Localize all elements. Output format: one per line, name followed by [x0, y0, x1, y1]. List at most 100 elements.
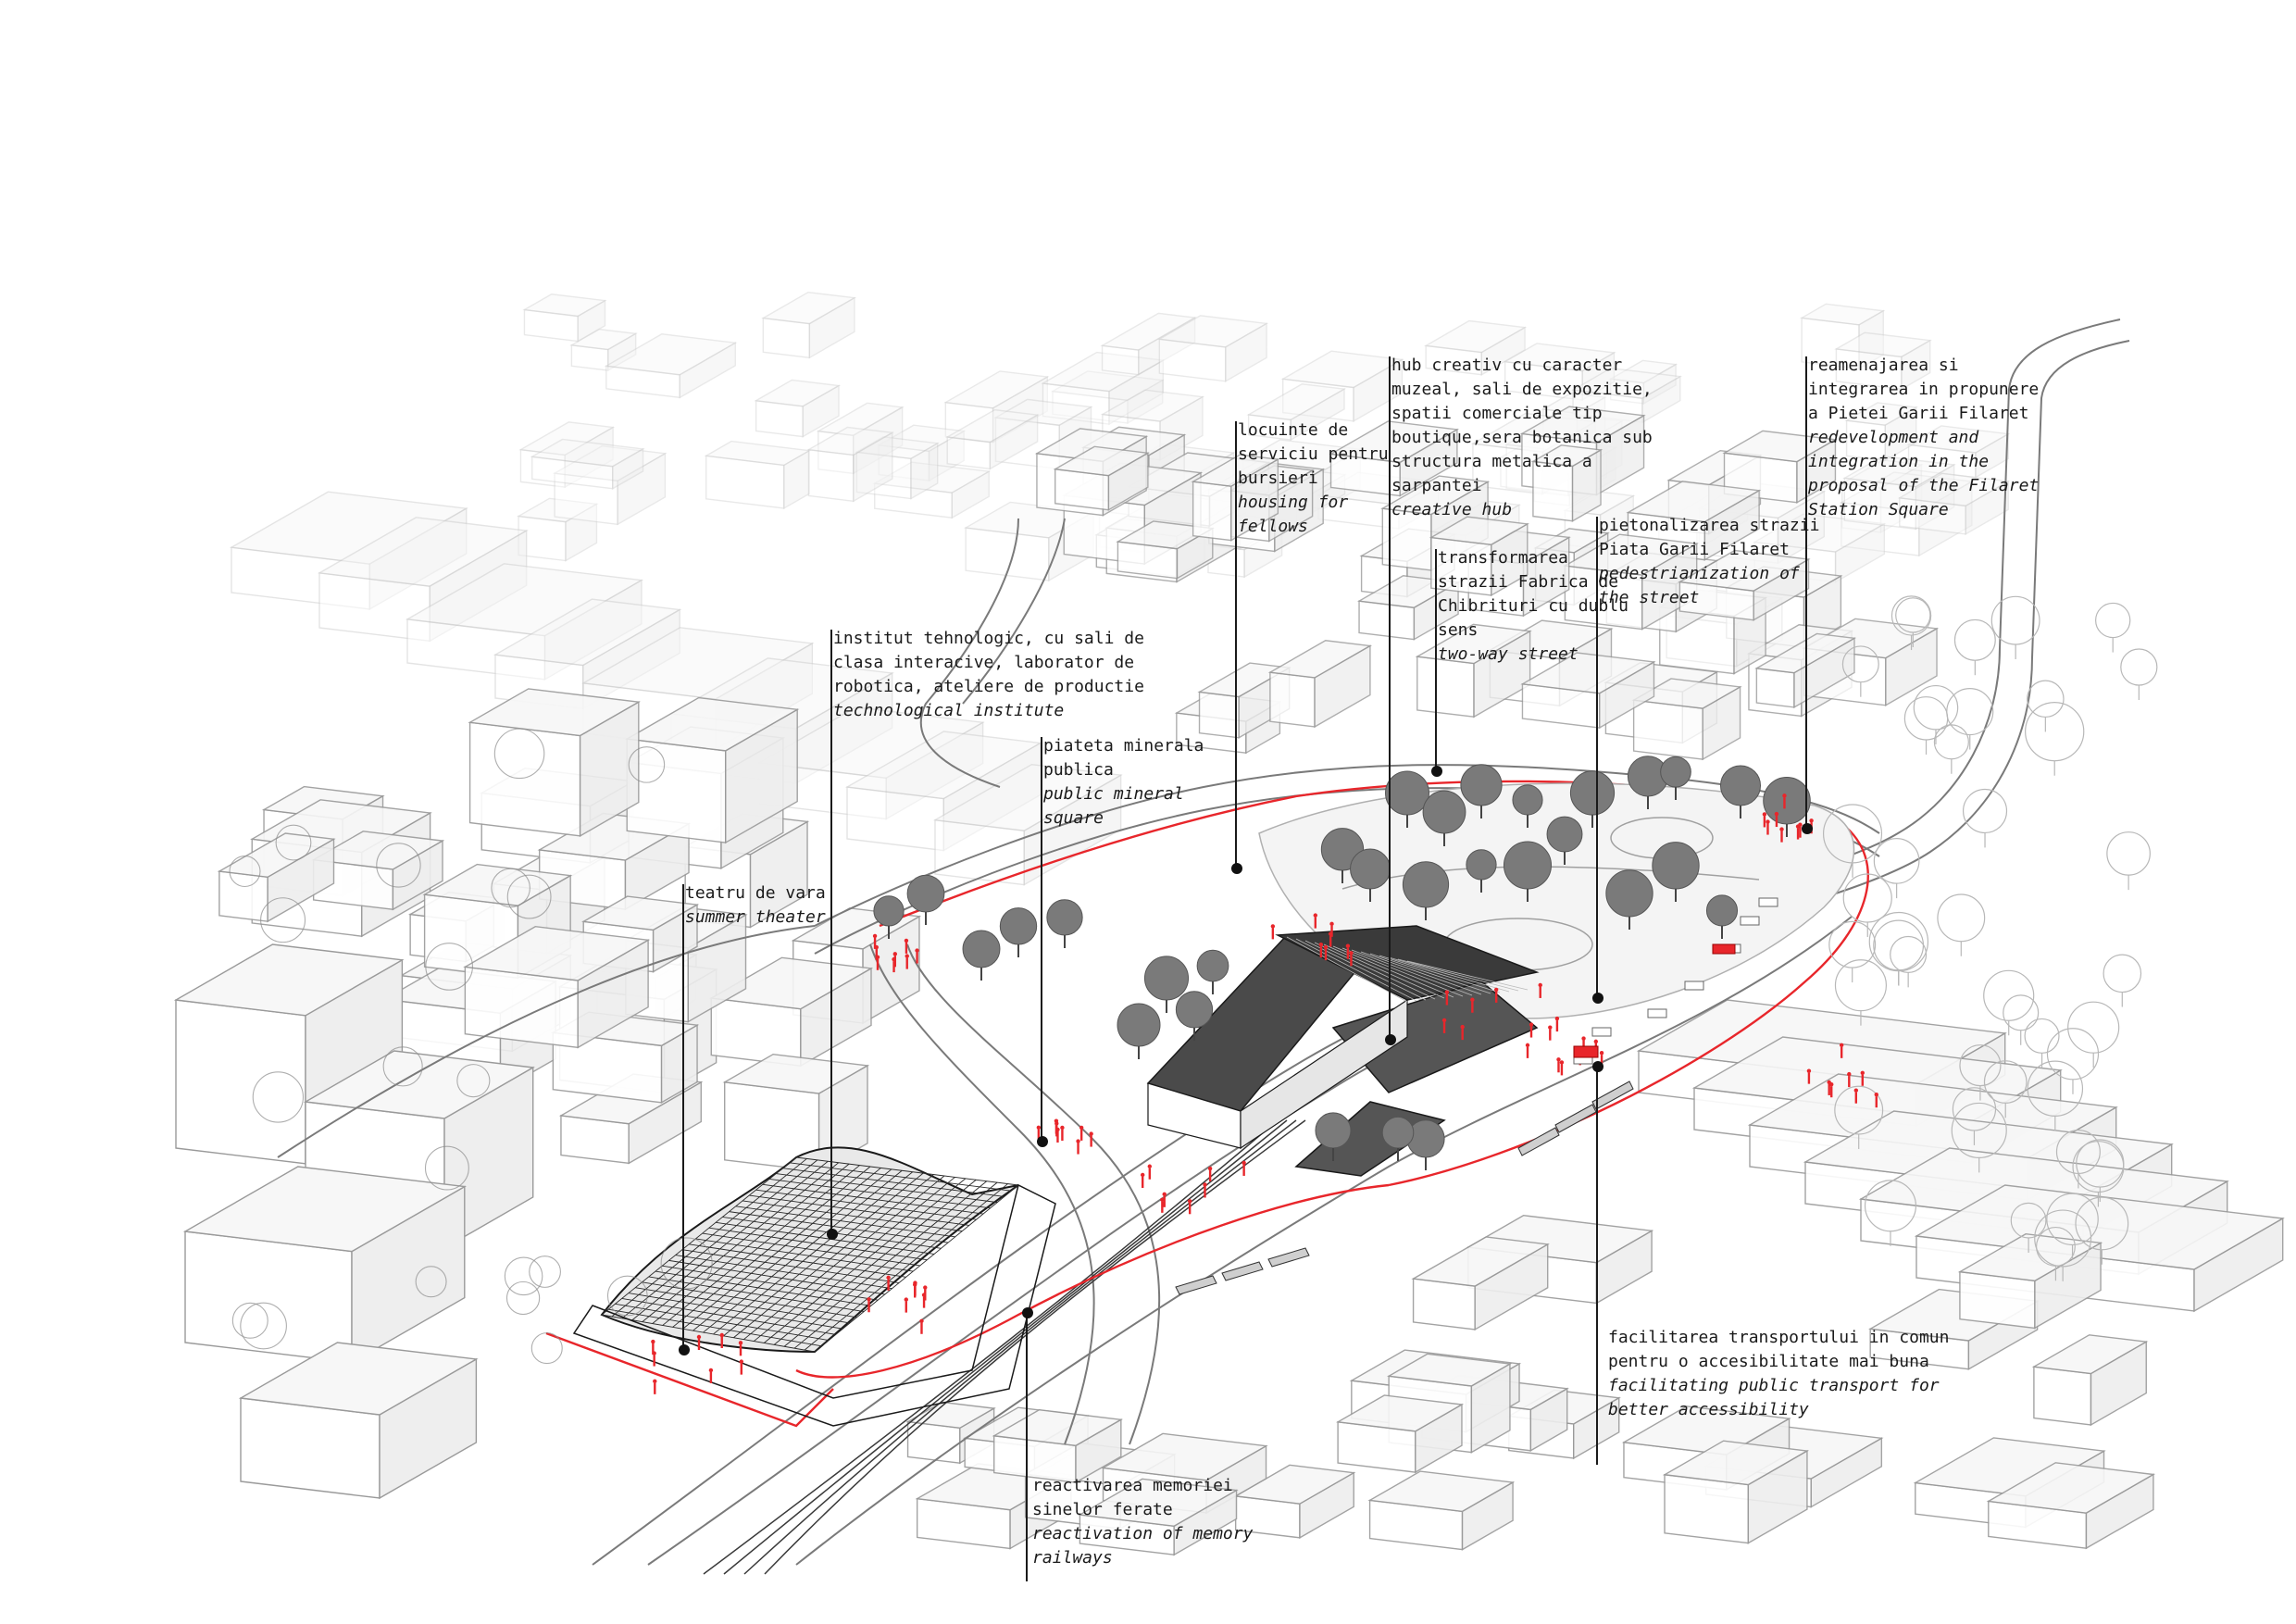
station-roof-east: [1331, 981, 1539, 1093]
person-head: [1036, 1125, 1042, 1130]
context-building-face: [1632, 699, 1703, 760]
context-building-face: [1519, 406, 1646, 443]
context-building-face: [1282, 378, 1354, 422]
tree-outline: [2095, 602, 2131, 639]
context-building-face: [1480, 326, 1526, 376]
canopy-grid-rib: [773, 1179, 977, 1345]
tree-outline: [1890, 935, 1928, 973]
context-building-face: [1192, 481, 1232, 542]
context-building-face: [570, 344, 609, 371]
context-building-face: [1367, 1470, 1516, 1513]
leader-square: [1805, 356, 1807, 829]
tree-outline: [1913, 684, 1959, 731]
tree-outline: [2055, 1130, 2101, 1175]
institute-glass-canopy: [572, 1146, 1056, 1427]
tree-canopy: [1143, 956, 1190, 1001]
context-building-face: [422, 863, 573, 906]
tram-car: [1221, 1261, 1264, 1281]
context-building-face: [1108, 358, 1164, 426]
person-head: [1187, 1199, 1192, 1204]
annotation-pedestrian-ro: pietonalizarea strazii Piata Garii Filar…: [1599, 516, 1820, 559]
station-glass-rib: [1388, 956, 1510, 993]
context-building-face: [1041, 351, 1166, 393]
canopy-grid-rib: [783, 1181, 987, 1347]
context-building-face: [1138, 316, 1196, 376]
context-building-face: [1631, 678, 1742, 709]
tram-car: [1517, 1127, 1560, 1156]
tree-outline: [2046, 1028, 2100, 1081]
person-head: [708, 1368, 714, 1373]
tree-canopy: [1381, 1116, 1415, 1149]
tree-outline: [504, 1256, 543, 1296]
railway-track: [764, 1119, 1306, 1575]
canopy-grid-rib: [635, 1287, 851, 1324]
context-building-face: [874, 482, 953, 519]
tree-outline: [1873, 838, 1920, 884]
person-head: [919, 1318, 924, 1323]
person-head: [1141, 1172, 1145, 1178]
context-building-face: [802, 384, 840, 438]
context-building-face: [1662, 1440, 1810, 1486]
person-head: [1593, 1039, 1599, 1044]
person-head: [1242, 1160, 1246, 1166]
person-head: [1556, 1057, 1561, 1062]
car: [1684, 981, 1704, 991]
leader-dot-theater: [679, 1344, 690, 1355]
canopy-grid-rib: [608, 1308, 822, 1347]
canopy-grid-rib: [642, 1281, 857, 1318]
context-building-face: [1642, 363, 1677, 406]
context-building-face: [1050, 370, 1165, 402]
person-head: [653, 1379, 657, 1384]
road-line: [277, 925, 816, 1158]
tree-canopy: [962, 930, 1001, 968]
annotation-institute-ro: institut tehnologic, cu sali de clasa in…: [833, 629, 1144, 696]
person-head: [867, 1297, 871, 1302]
context-building-face: [1280, 350, 1404, 389]
context-building-face: [311, 831, 445, 870]
context-building-face: [1100, 389, 1205, 422]
tree-outline: [2072, 1141, 2125, 1193]
person-head: [1559, 1060, 1565, 1065]
context-building-face: [1198, 691, 1240, 739]
context-building-face: [523, 308, 579, 343]
context-building-face: [905, 1401, 996, 1430]
person-head: [1318, 942, 1324, 947]
context-building-face: [530, 438, 645, 468]
person-head: [904, 938, 909, 943]
context-building-face: [906, 1420, 961, 1464]
context-building-face: [1052, 390, 1129, 424]
context-building-face: [303, 1050, 535, 1119]
person-head: [1847, 1071, 1852, 1077]
tree-outline: [660, 1237, 713, 1290]
context-building-face: [463, 925, 651, 981]
context-building-face: [878, 444, 930, 481]
context-building-face: [756, 706, 985, 780]
context-building-face: [1078, 1478, 1239, 1528]
tree-canopy: [1705, 894, 1739, 927]
context-building-face: [1621, 1405, 1791, 1455]
tree-canopy: [1402, 861, 1450, 908]
person-head: [1162, 1192, 1167, 1197]
tree-canopy: [1315, 1112, 1352, 1149]
context-building-face: [493, 598, 682, 667]
annotation-railways: reactivarea memoriei sinelor ferate reac…: [1032, 1474, 1253, 1570]
context-building-face: [1411, 1236, 1550, 1287]
annotation-creative-hub: hub creativ cu caracter muzeal, sali de …: [1391, 354, 1653, 522]
tree-outline: [493, 728, 545, 780]
car: [1591, 1027, 1612, 1037]
canopy-grid-rib: [621, 1297, 836, 1335]
tree-outline: [2075, 1196, 2129, 1251]
canopy-grid-rib: [689, 1243, 906, 1278]
context-building-face: [705, 455, 785, 509]
tree-outline: [2025, 701, 2085, 762]
annotation-transport-en: facilitating public transport for better…: [1608, 1376, 1940, 1419]
context-building-face: [1233, 1464, 1356, 1505]
context-building-face: [1329, 420, 1460, 464]
context-building-face: [405, 563, 644, 637]
context-building-face: [1053, 445, 1151, 477]
context-building-face: [783, 449, 810, 510]
context-building-face: [554, 472, 618, 526]
canopy-grid-rib: [804, 1183, 1008, 1351]
tree-outline: [491, 868, 530, 908]
